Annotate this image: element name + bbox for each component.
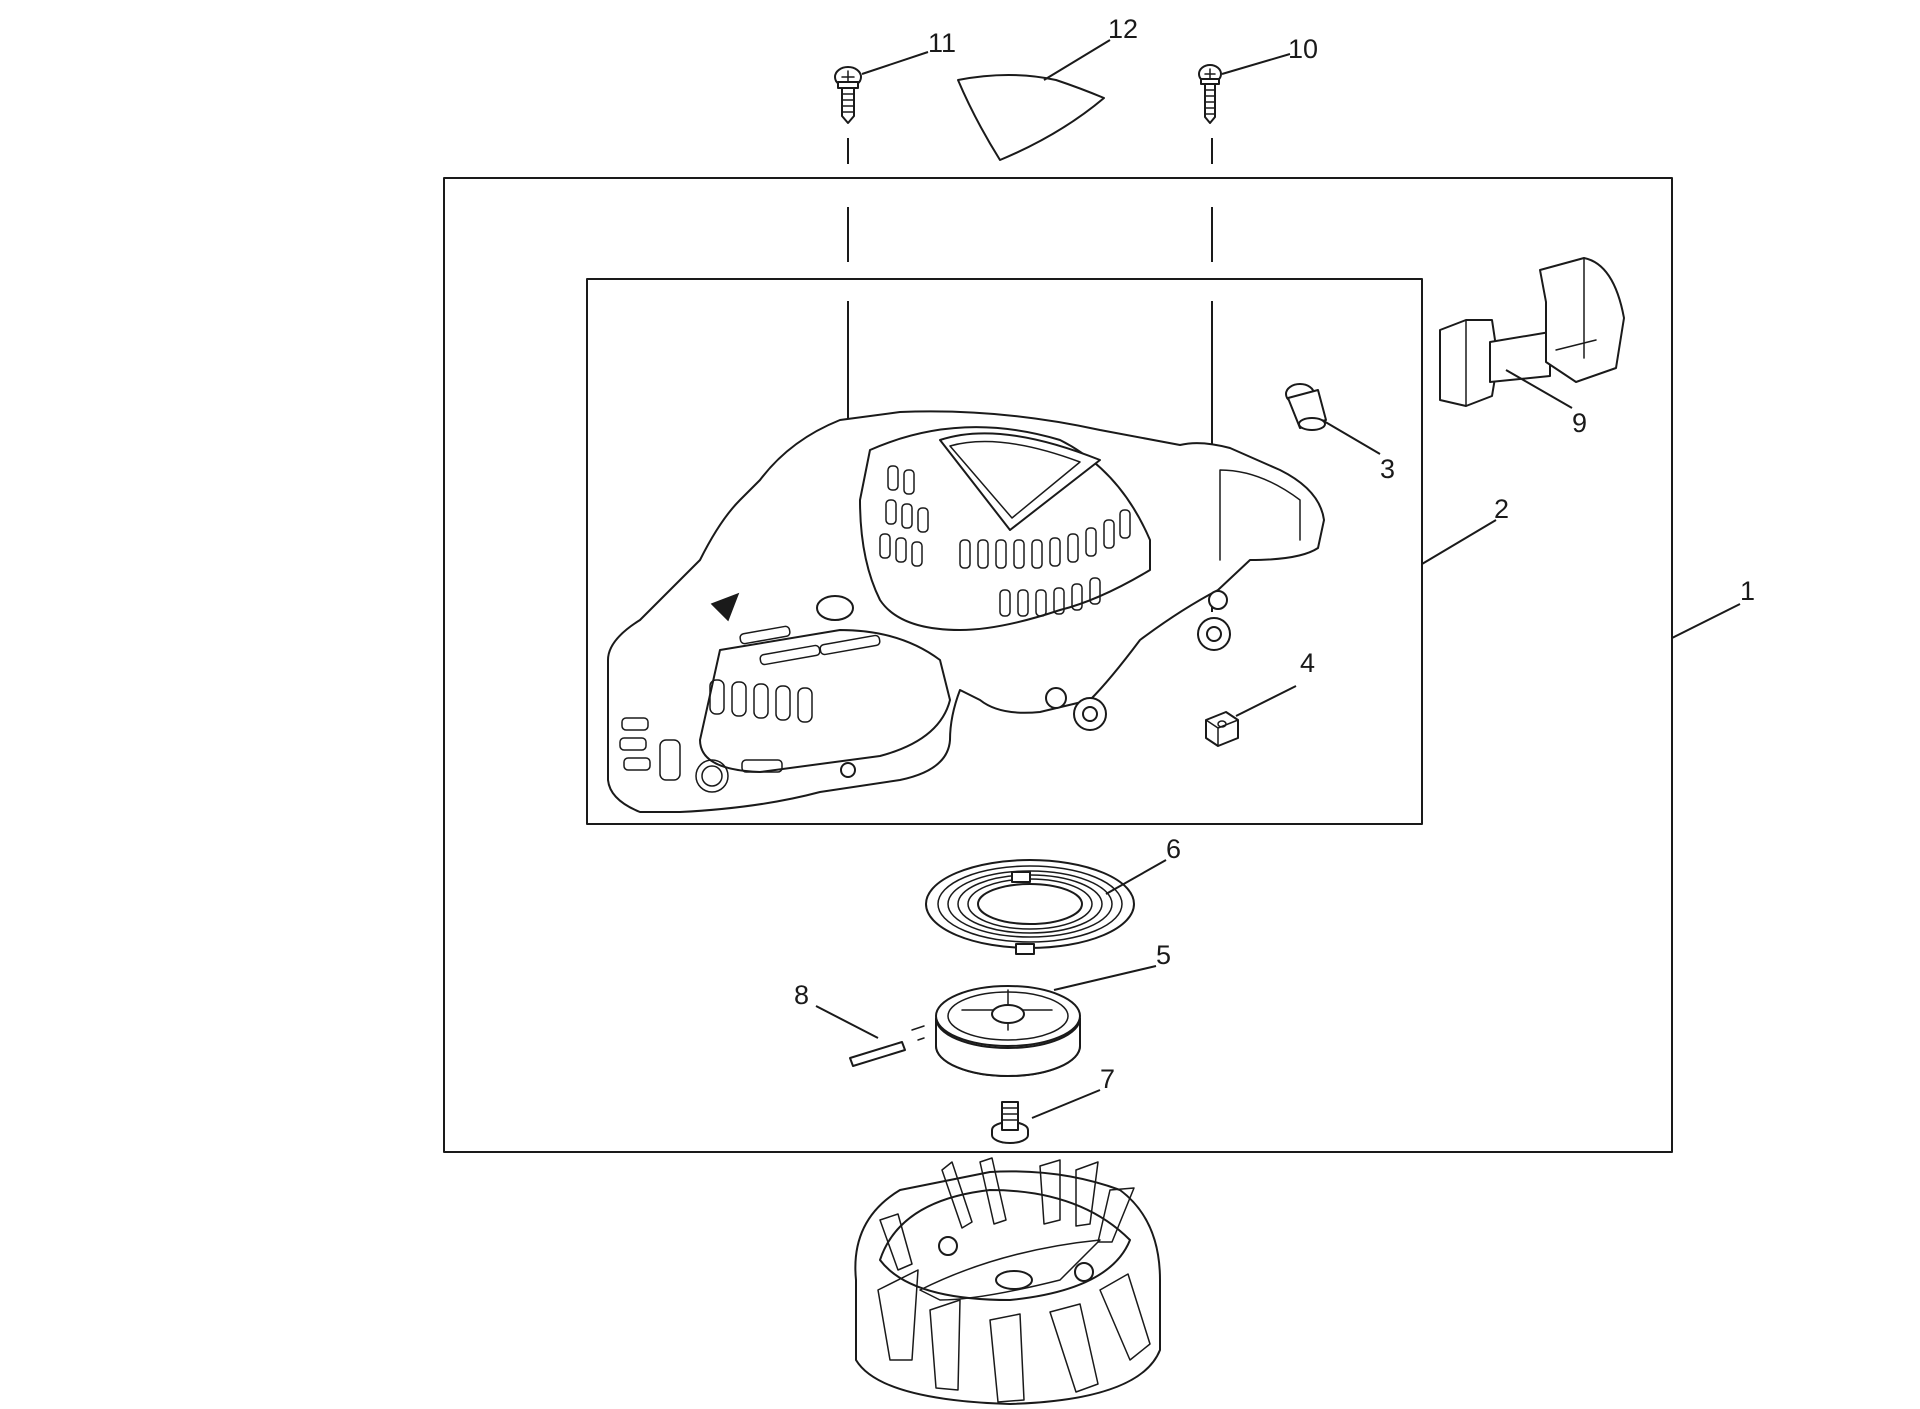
callout-7: 7 — [1100, 1064, 1115, 1094]
callout-12: 12 — [1108, 14, 1138, 44]
callout-4: 4 — [1300, 648, 1315, 678]
callout-9: 9 — [1572, 408, 1587, 438]
spiral-spring-6-icon — [925, 859, 1135, 955]
screw-11-icon — [834, 66, 862, 124]
callout-8: 8 — [794, 980, 809, 1010]
starter-housing-2-icon — [607, 410, 1325, 813]
leader-3 — [1321, 419, 1381, 455]
callout-10: 10 — [1288, 34, 1318, 64]
label-12-icon — [957, 74, 1105, 161]
leader-7 — [1031, 1089, 1101, 1119]
pulley-5-icon — [935, 985, 1081, 1077]
housing-frame-inner — [586, 278, 1423, 825]
leader-lines — [815, 39, 1741, 1119]
leader-6 — [1105, 859, 1167, 895]
leader-8 — [815, 1005, 879, 1039]
leader-2 — [1421, 519, 1497, 565]
callout-3: 3 — [1380, 454, 1395, 484]
flywheel-icon — [854, 1157, 1161, 1405]
leader-5 — [1053, 965, 1157, 991]
callout-11: 11 — [928, 28, 956, 58]
callout-labels: 11 12 10 9 3 2 1 4 6 5 8 7 — [794, 14, 1755, 1094]
leader-11 — [861, 51, 929, 75]
leader-1 — [1671, 603, 1741, 639]
callout-2: 2 — [1494, 494, 1509, 524]
handle-9-icon — [1439, 257, 1625, 407]
leader-9 — [1505, 369, 1573, 409]
screw-10-icon — [1198, 64, 1222, 124]
bushing-3-icon — [1285, 383, 1327, 431]
nut-4-icon — [1205, 711, 1239, 747]
callout-6: 6 — [1166, 834, 1181, 864]
callout-1: 1 — [1740, 576, 1755, 606]
screw-7-icon — [991, 1101, 1029, 1144]
leader-10 — [1221, 53, 1291, 75]
leader-12 — [1043, 39, 1111, 81]
kit-frame-outer — [443, 177, 1673, 1153]
callout-5: 5 — [1156, 940, 1171, 970]
leader-4 — [1235, 685, 1297, 717]
pin-8-icon — [849, 1025, 925, 1067]
